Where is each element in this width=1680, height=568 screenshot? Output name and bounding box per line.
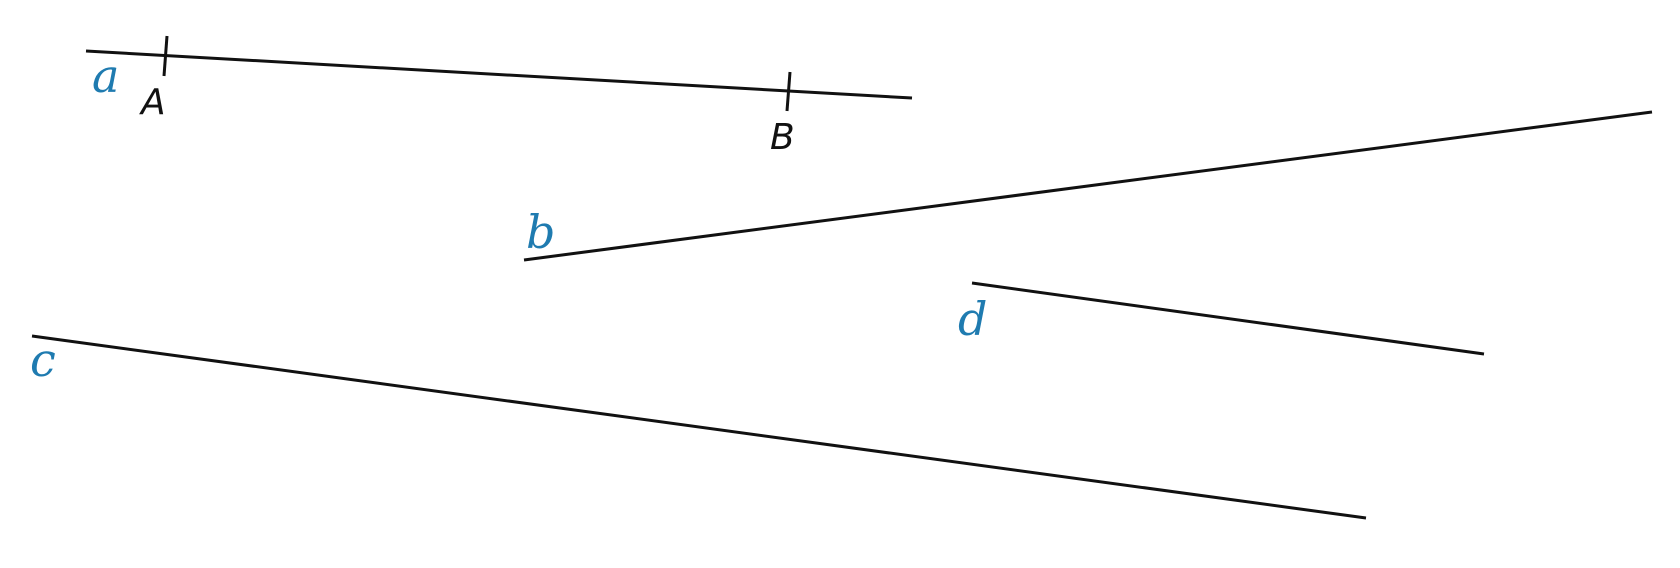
line-label-b: b <box>526 205 555 259</box>
segment-c <box>31 334 1367 520</box>
tick-mark-b <box>785 71 792 112</box>
line-label-d: d <box>958 292 987 346</box>
point-label-b: B <box>770 117 795 158</box>
tick-mark-a <box>162 35 169 77</box>
segment-d <box>971 281 1485 356</box>
line-label-c: c <box>30 333 56 387</box>
segment-b <box>523 110 1653 262</box>
segment-a <box>85 49 913 100</box>
point-label-a: A <box>139 82 166 123</box>
line-label-a: a <box>92 49 119 103</box>
